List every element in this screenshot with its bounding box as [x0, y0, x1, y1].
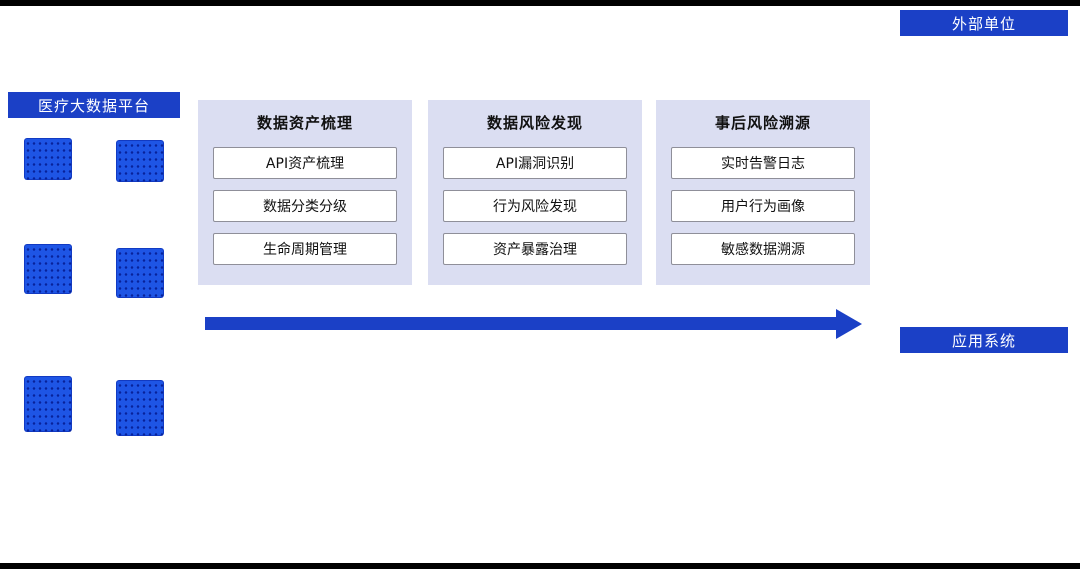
panel-data-risk-discovery: 数据风险发现 API漏洞识别 行为风险发现 资产暴露治理	[428, 100, 642, 285]
panel-item: 实时告警日志	[671, 147, 855, 179]
panel-title: 数据资产梳理	[256, 114, 353, 132]
panel-data-asset-sorting: 数据资产梳理 API资产梳理 数据分类分级 生命周期管理	[198, 100, 412, 285]
external-unit-label: 外部单位	[900, 10, 1068, 36]
database-stack-icon	[116, 380, 164, 436]
panel-post-risk-tracing: 事后风险溯源 实时告警日志 用户行为画像 敏感数据溯源	[656, 100, 870, 285]
top-letterbox-bar	[0, 0, 1080, 6]
panel-item: 数据分类分级	[213, 190, 397, 222]
panel-title: 数据风险发现	[486, 114, 583, 132]
panel-item: 用户行为画像	[671, 190, 855, 222]
panel-item: API资产梳理	[213, 147, 397, 179]
panel-item: 敏感数据溯源	[671, 233, 855, 265]
panel-item: 资产暴露治理	[443, 233, 627, 265]
panel-item: 行为风险发现	[443, 190, 627, 222]
database-stack-icon	[24, 244, 72, 294]
database-stack-icon	[116, 140, 164, 182]
panel-item: API漏洞识别	[443, 147, 627, 179]
database-stack-icon	[24, 138, 72, 180]
medical-bigdata-platform-label: 医疗大数据平台	[8, 92, 180, 118]
flow-arrow	[205, 317, 837, 330]
application-system-label: 应用系统	[900, 327, 1068, 353]
flow-arrow-head-icon	[836, 309, 862, 339]
bottom-letterbox-bar	[0, 563, 1080, 569]
panel-title: 事后风险溯源	[714, 114, 811, 132]
database-stack-icon	[116, 248, 164, 298]
panel-item: 生命周期管理	[213, 233, 397, 265]
database-stack-icon	[24, 376, 72, 432]
